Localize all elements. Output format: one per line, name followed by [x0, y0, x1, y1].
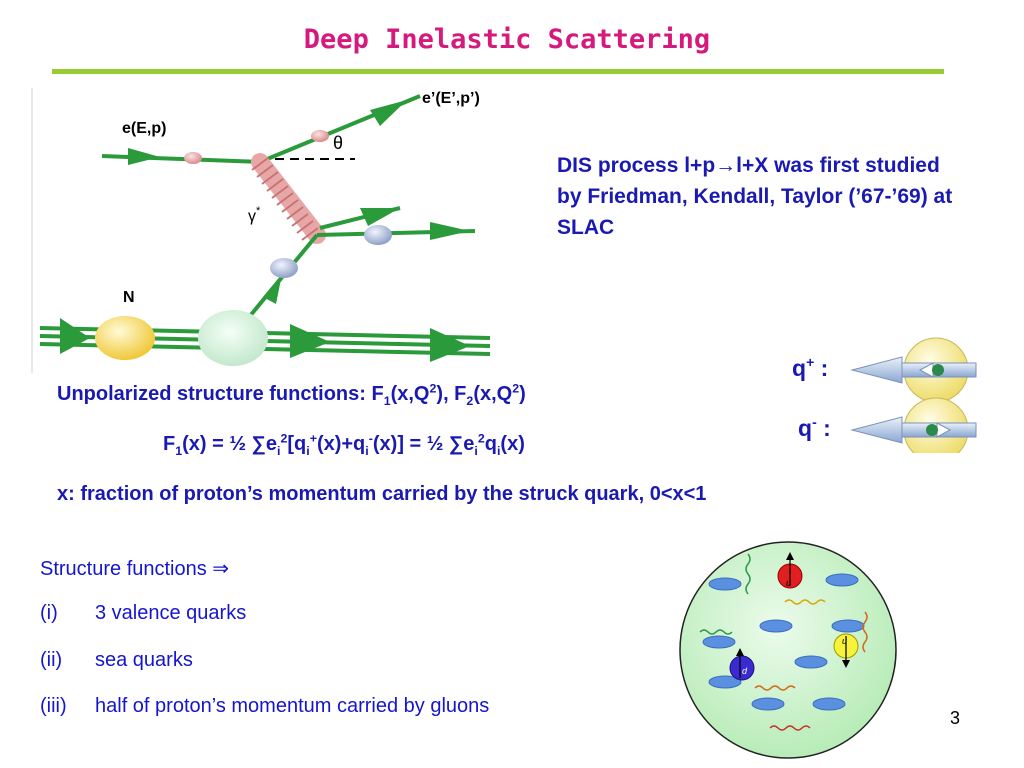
q-minus-icon — [850, 397, 977, 453]
proton-parton-picture: u u d — [679, 541, 897, 759]
svg-text:u: u — [842, 636, 847, 646]
gluons — [699, 553, 868, 731]
slide-title: Deep Inelastic Scattering — [303, 24, 711, 55]
title-underline — [52, 69, 944, 74]
page-number: 3 — [950, 708, 961, 728]
virtual-photon — [251, 153, 326, 244]
structure-functions-heading: Structure functions ⇒ — [40, 558, 230, 580]
valence-down-quark: d — [729, 648, 755, 681]
list-item: (ii)sea quarks — [40, 649, 193, 671]
dis-description: DIS process l+p→l+X was first studied by… — [557, 154, 953, 239]
label-nucleon: N — [123, 289, 135, 306]
q-minus-label: q- : — [798, 414, 831, 441]
valence-up-quark-2: u — [833, 633, 859, 668]
unpolarized-structure-functions: Unpolarized structure functions: F1(x,Q2… — [57, 381, 526, 408]
label-photon: γ* — [248, 205, 261, 225]
sea-quarks — [702, 573, 865, 711]
x-definition: x: fraction of proton’s momentum carried… — [57, 483, 707, 505]
q-plus-icon — [850, 337, 977, 403]
nucleon-blob — [95, 316, 155, 360]
label-theta: θ — [333, 133, 343, 153]
valence-up-quark-1: u — [777, 552, 803, 589]
q-plus-label: q+ : — [792, 354, 828, 381]
label-outgoing-electron: e’(E’,p’) — [422, 90, 480, 107]
svg-text:u: u — [786, 578, 791, 588]
hadronic-blob — [198, 310, 268, 366]
f1-equation: F1(x) = ½ ∑ei2[qi+(x)+qi-(x)] = ½ ∑ei2qi… — [163, 431, 525, 458]
incoming-electron-line — [101, 154, 261, 164]
list-item: (i)3 valence quarks — [40, 602, 247, 624]
svg-text:d: d — [742, 666, 748, 676]
dis-diagram: e(E,p) e’(E’,p’) θ γ* N — [31, 88, 491, 373]
label-incoming-electron: e(E,p) — [122, 120, 166, 137]
list-item: (iii)half of proton’s momentum carried b… — [40, 695, 490, 717]
quark-helicity-legend: q+ : q- : — [792, 337, 977, 453]
